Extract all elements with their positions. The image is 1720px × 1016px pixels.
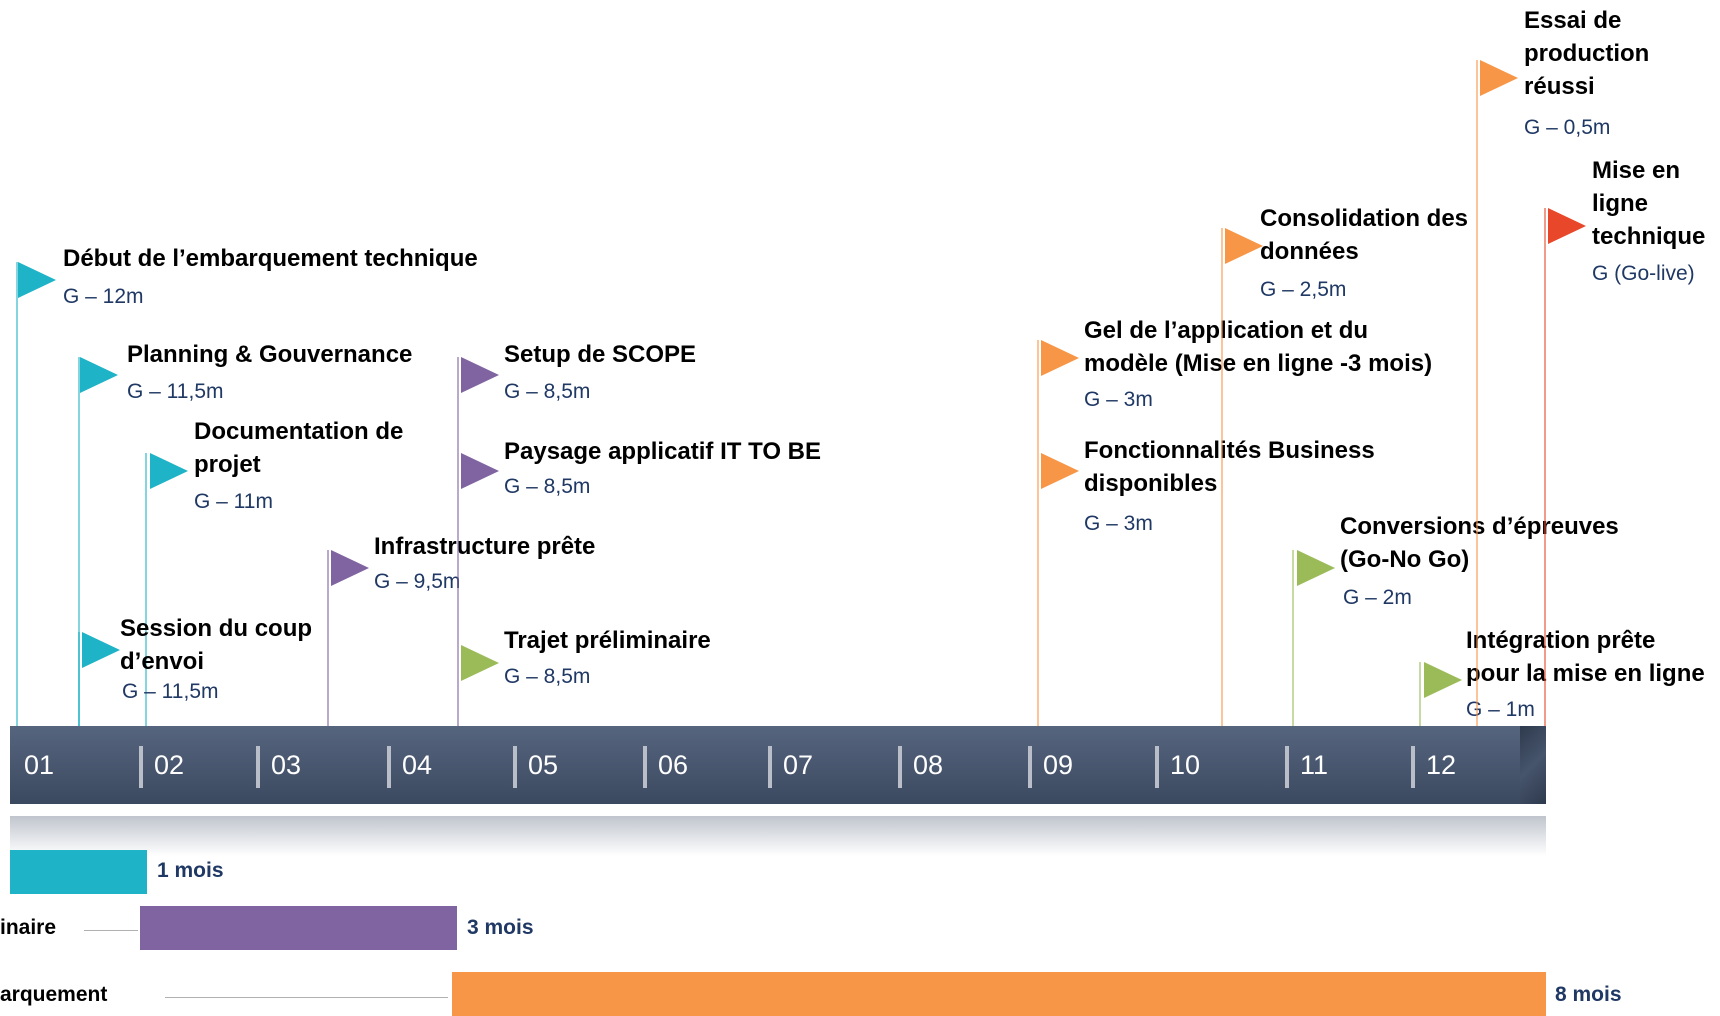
month-label: 02 <box>154 750 185 780</box>
flag-pole <box>145 453 147 726</box>
flag-pole <box>1292 550 1294 726</box>
month-divider <box>387 746 391 788</box>
flag-icon <box>1548 208 1586 244</box>
month-divider <box>898 746 902 788</box>
month-divider <box>1411 746 1415 788</box>
month-label: 04 <box>402 750 433 780</box>
milestone-subtitle: G – 1m <box>1466 698 1535 721</box>
month-divider <box>1285 746 1289 788</box>
month-divider <box>768 746 772 788</box>
month-label: 07 <box>783 750 814 780</box>
month-label: 11 <box>1300 750 1329 780</box>
flag-pole <box>78 357 80 726</box>
milestone-subtitle: G – 0,5m <box>1524 116 1611 139</box>
milestone-subtitle: G – 11,5m <box>127 380 224 403</box>
milestone-subtitle: G – 8,5m <box>504 475 591 498</box>
month-label: 10 <box>1170 750 1201 780</box>
flag-pole <box>16 262 18 726</box>
phase-duration: 3 mois <box>467 916 534 939</box>
month-divider <box>1028 746 1032 788</box>
phase-connector <box>84 930 138 931</box>
milestone-title: Trajet préliminaire <box>504 627 711 654</box>
flag-pole <box>1476 60 1478 726</box>
flag-pole <box>1419 662 1421 726</box>
flag-icon <box>1480 60 1518 96</box>
phase-duration: 1 mois <box>157 859 224 882</box>
flag-pole <box>1037 340 1039 726</box>
flag-icon <box>1225 228 1263 264</box>
month-label: 08 <box>913 750 944 780</box>
month-label: 12 <box>1426 750 1457 780</box>
milestone-title: Setup de SCOPE <box>504 341 697 368</box>
phase-label: arquement <box>0 983 108 1006</box>
milestone-subtitle: G – 11,5m <box>122 680 219 703</box>
milestone-title: Planning & Gouvernance <box>127 341 413 368</box>
milestone-subtitle: G – 12m <box>63 285 144 308</box>
milestone-title: Infrastructure prête <box>374 533 596 560</box>
flag-icon <box>82 632 120 668</box>
flag-icon <box>461 357 499 393</box>
flag-pole <box>1221 228 1223 726</box>
phase-bar <box>452 972 1546 1016</box>
flag-icon <box>1041 453 1079 489</box>
flag-pole <box>457 357 459 726</box>
month-divider <box>513 746 517 788</box>
month-label: 01 <box>24 750 55 780</box>
milestone-subtitle: G – 2m <box>1343 586 1412 609</box>
flag-icon <box>150 453 188 489</box>
flag-pole <box>1544 208 1546 726</box>
milestone-title: Conversions d’épreuves(Go-No Go) <box>1340 513 1619 573</box>
axis-end-cap <box>1520 726 1546 804</box>
milestone-subtitle: G (Go-live) <box>1592 262 1695 285</box>
milestone-subtitle: G – 8,5m <box>504 665 591 688</box>
milestone-subtitle: G – 3m <box>1084 388 1153 411</box>
milestone-subtitle: G – 9,5m <box>374 570 461 593</box>
month-label: 03 <box>271 750 302 780</box>
month-label: 05 <box>528 750 559 780</box>
milestone-subtitle: G – 8,5m <box>504 380 591 403</box>
phase-duration: 8 mois <box>1555 983 1622 1006</box>
flag-icon <box>461 645 499 681</box>
milestone-title: Début de l’embarquement technique <box>63 245 478 272</box>
milestone-title: Paysage applicatif IT TO BE <box>504 438 821 465</box>
flag-icon <box>1297 550 1335 586</box>
milestone-subtitle: G – 3m <box>1084 512 1153 535</box>
flag-icon <box>461 453 499 489</box>
month-divider <box>256 746 260 788</box>
flag-pole <box>327 550 329 726</box>
milestone-subtitle: G – 2,5m <box>1260 278 1347 301</box>
phase-bar <box>10 850 147 894</box>
month-divider <box>1155 746 1159 788</box>
axis-reflection <box>10 816 1546 856</box>
flag-icon <box>331 550 369 586</box>
flag-icon <box>1041 340 1079 376</box>
month-label: 09 <box>1043 750 1074 780</box>
phase-bar <box>140 906 457 950</box>
flag-icon <box>80 357 118 393</box>
month-axis <box>10 726 1546 804</box>
phase-label: inaire <box>0 916 57 939</box>
phase-connector <box>165 997 448 998</box>
month-divider <box>643 746 647 788</box>
flag-pole <box>78 632 80 726</box>
month-divider <box>139 746 143 788</box>
flag-icon <box>1424 662 1462 698</box>
milestone-subtitle: G – 11m <box>194 490 273 513</box>
flag-icon <box>18 262 56 298</box>
month-label: 06 <box>658 750 689 780</box>
